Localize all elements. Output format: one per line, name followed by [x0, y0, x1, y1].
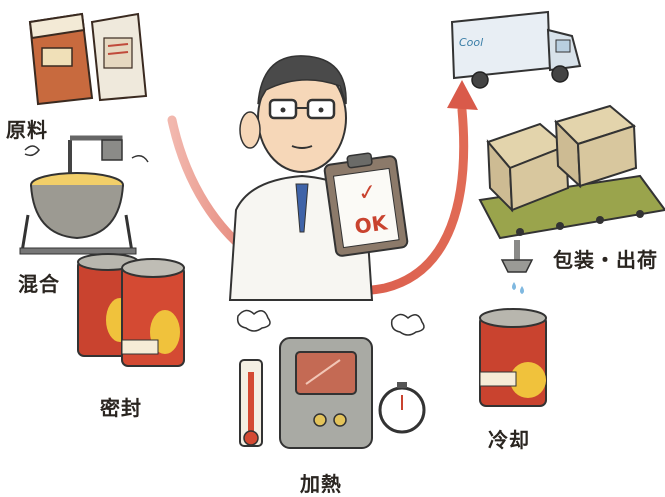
- step-label-cool: 冷却: [488, 424, 530, 453]
- cooling-shower-icon: [502, 240, 532, 294]
- boxes-on-pallet-icon: [480, 106, 665, 238]
- sealed-cans-icon: [78, 254, 184, 366]
- truck-cool-text: Cool: [459, 36, 483, 49]
- heating-equipment-icon: [238, 310, 424, 448]
- mixing-kettle-icon: [20, 138, 148, 254]
- clipboard-ok-text: OK: [353, 210, 390, 238]
- cooled-can-icon: [480, 309, 546, 406]
- step-label-mix: 混合: [18, 268, 60, 297]
- step-label-raw: 原料: [6, 114, 48, 143]
- clipboard: ✓ OK: [324, 153, 408, 257]
- clipboard-check-icon: ✓: [357, 180, 379, 207]
- step-label-seal: 密封: [100, 392, 142, 421]
- raw-material-bags-icon: [30, 14, 146, 104]
- step-label-heat: 加熱: [300, 468, 342, 497]
- step-label-pack: 包装・出荷: [553, 244, 658, 273]
- delivery-truck-icon: [452, 12, 580, 88]
